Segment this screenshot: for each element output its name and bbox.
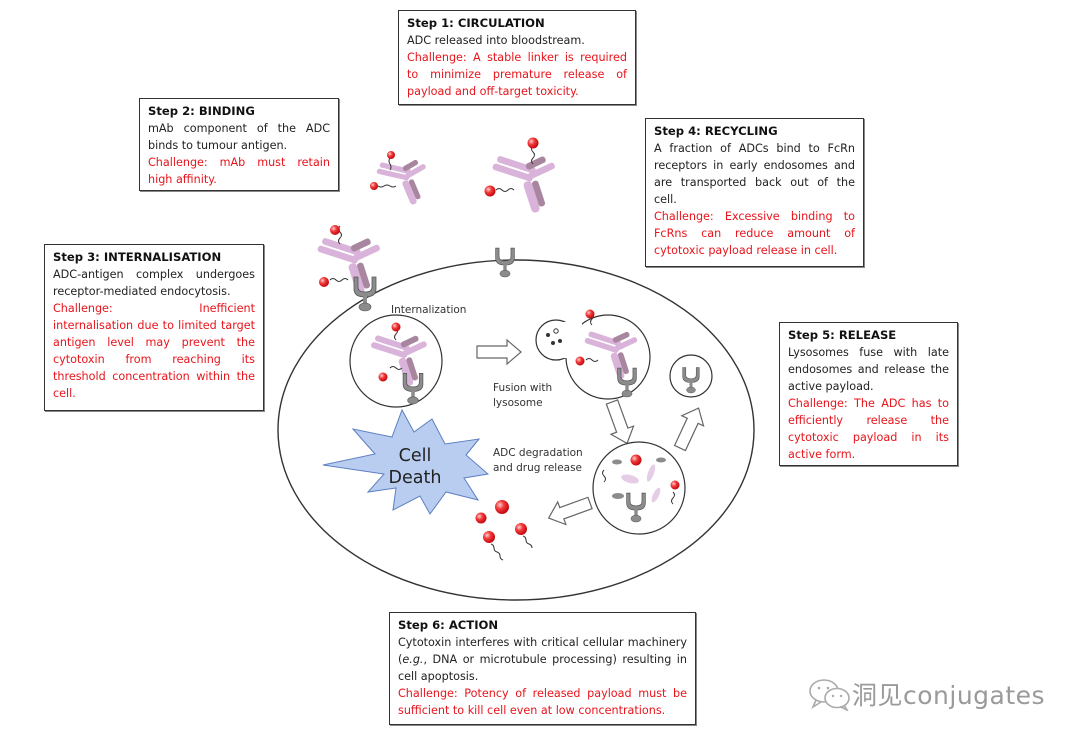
receptor-icon <box>495 247 515 278</box>
arrow-icon <box>600 397 639 449</box>
payload-icon <box>391 322 401 332</box>
step-title: Step 4: RECYCLING <box>654 124 778 138</box>
step-4-box: Step 4: RECYCLING A fraction of ADCs bin… <box>645 118 864 267</box>
desc-pre: Cytotoxin interferes with critical cellu… <box>398 636 687 666</box>
recycling-endosome <box>669 354 713 398</box>
payload-icon <box>484 185 496 197</box>
payload-icon <box>378 372 388 382</box>
step-challenge: Challenge: The ADC has to efficiently re… <box>788 397 949 461</box>
lysosome <box>592 441 686 535</box>
cell-death-line-2: Death <box>388 468 442 488</box>
adc-bound <box>316 237 381 296</box>
payload-icon <box>495 500 509 514</box>
step-2-box: Step 2: BINDING mAb component of the ADC… <box>139 98 339 191</box>
payload-icon <box>475 512 487 524</box>
cell-death-label: Cell Death <box>370 445 460 489</box>
payload-icon <box>515 523 527 535</box>
label-fusion: Fusion with lysosome <box>493 382 553 409</box>
payload-icon <box>575 356 585 366</box>
step-title: Step 2: BINDING <box>148 104 255 118</box>
step-1-box: Step 1: CIRCULATION ADC released into bl… <box>398 10 636 105</box>
payload-icon <box>330 225 340 235</box>
label-degradation: ADC degradation and drug release <box>493 447 583 474</box>
step-title: Step 5: RELEASE <box>788 328 897 342</box>
watermark-text: 洞见conjugates <box>852 681 1046 710</box>
step-description: A fraction of ADCs bind to FcRn receptor… <box>654 142 855 206</box>
step-3-box: Step 3: INTERNALISATION ADC-antigen comp… <box>44 244 264 411</box>
payload-icon <box>319 277 329 287</box>
payload-icon <box>370 182 378 190</box>
payload-icon <box>483 531 495 543</box>
adc-free-small <box>375 158 430 209</box>
step-challenge: Challenge: mAb must retain high affinity… <box>148 156 330 186</box>
arrow-icon <box>476 339 522 365</box>
step-challenge: Challenge: Potency of released payload m… <box>398 687 687 717</box>
step-description: Cytotoxin interferes with critical cellu… <box>398 634 687 685</box>
step-6-box: Step 6: ACTION Cytotoxin interferes with… <box>389 612 696 725</box>
payload-icon <box>527 137 539 149</box>
payload-icon <box>585 309 595 319</box>
step-description: mAb component of the ADC binds to tumour… <box>148 122 330 152</box>
desc-em: e.g. <box>402 653 424 666</box>
arrow-icon <box>543 491 595 530</box>
arrow-icon <box>668 402 711 454</box>
step-title: Step 1: CIRCULATION <box>407 16 545 30</box>
payload-icon <box>630 454 642 466</box>
adc-free-large <box>491 155 556 214</box>
step-title: Step 6: ACTION <box>398 618 499 632</box>
wechat-icon <box>809 679 850 711</box>
step-description: Lysosomes fuse with late endosomes and r… <box>788 346 949 393</box>
payload-icon <box>387 151 395 159</box>
cell-death-line-1: Cell <box>398 446 432 466</box>
step-title: Step 3: INTERNALISATION <box>53 250 222 264</box>
cell-death-burst <box>322 408 490 515</box>
step-challenge: Challenge: A stable linker is required t… <box>407 51 627 98</box>
cell-membrane <box>277 259 755 601</box>
step-description: ADC-antigen complex undergoes receptor-m… <box>53 268 255 298</box>
step-description: ADC released into bloodstream. <box>407 34 585 47</box>
step-challenge: Challenge: Inefficient internalisation d… <box>53 302 255 400</box>
step-challenge: Challenge: Excessive binding to FcRns ca… <box>654 210 855 257</box>
payload-icon <box>670 480 680 490</box>
step-5-box: Step 5: RELEASE Lysosomes fuse with late… <box>779 322 958 466</box>
watermark: 洞见conjugates <box>808 676 1045 712</box>
label-internalization: Internalization <box>391 304 467 316</box>
desc-post: , DNA or microtubule processing) resulti… <box>398 653 687 683</box>
